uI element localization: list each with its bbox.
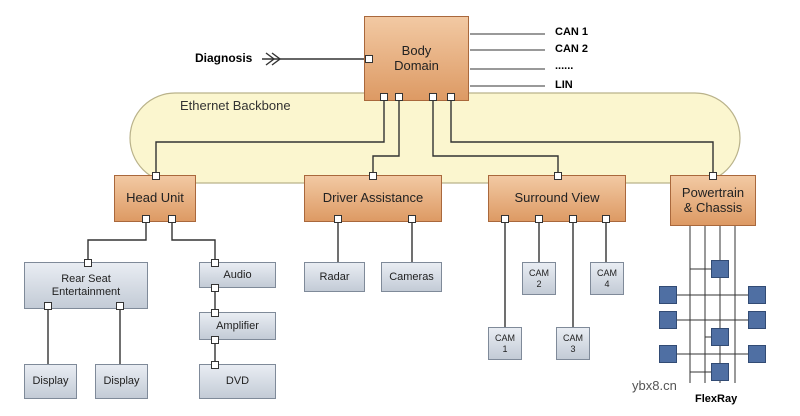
port-surround-view-bottom-3	[569, 215, 577, 223]
port-body-2	[395, 93, 403, 101]
backbone-label: Ethernet Backbone	[180, 98, 291, 113]
cam2-box: CAM 2	[522, 262, 556, 295]
port-surround-view-top	[554, 172, 562, 180]
port-amplifier-bottom	[211, 336, 219, 344]
flexray-node	[711, 328, 729, 346]
port-dvd-top	[211, 361, 219, 369]
port-audio-bottom	[211, 284, 219, 292]
cam4-box: CAM 4	[590, 262, 624, 295]
powertrain-chassis-box: Powertrain & Chassis	[670, 175, 756, 226]
port-powertrain-top	[709, 172, 717, 180]
flexray-node	[711, 363, 729, 381]
flexray-node	[748, 311, 766, 329]
port-body-1	[380, 93, 388, 101]
flexray-node	[659, 311, 677, 329]
port-surround-view-bottom-4	[602, 215, 610, 223]
watermark-text: ybx8.cn	[632, 378, 677, 393]
port-rear-seat-bottom-1	[44, 302, 52, 310]
can2-label: CAN 2	[555, 43, 589, 55]
port-body-4	[447, 93, 455, 101]
port-surround-view-bottom-2	[535, 215, 543, 223]
flexray-node	[659, 345, 677, 363]
port-surround-view-bottom-1	[501, 215, 509, 223]
port-body-3	[429, 93, 437, 101]
cameras-box: Cameras	[381, 262, 442, 292]
body-domain-box: Body Domain	[364, 16, 469, 101]
port-diagnosis	[365, 55, 373, 63]
surround-view-box: Surround View	[488, 175, 626, 222]
diagnosis-label: Diagnosis	[195, 51, 253, 65]
flexray-node	[659, 286, 677, 304]
port-driver-assistance-bottom-1	[334, 215, 342, 223]
port-driver-assistance-bottom-2	[408, 215, 416, 223]
driver-assistance-box: Driver Assistance	[304, 175, 442, 222]
flexray-label: FlexRay	[695, 393, 738, 405]
radar-box: Radar	[304, 262, 365, 292]
lin-label: LIN	[555, 79, 573, 91]
display-box-1: Display	[24, 364, 77, 399]
flexray-node	[711, 260, 729, 278]
port-head-unit-top	[152, 172, 160, 180]
can-more-label: ......	[555, 60, 574, 72]
port-driver-assistance-top	[369, 172, 377, 180]
flexray-node	[748, 286, 766, 304]
cam3-box: CAM 3	[556, 327, 590, 360]
port-amplifier-top	[211, 309, 219, 317]
port-head-unit-bottom-1	[142, 215, 150, 223]
port-rear-seat-top	[84, 259, 92, 267]
head-unit-box: Head Unit	[114, 175, 196, 222]
dvd-box: DVD	[199, 364, 276, 399]
port-audio-top	[211, 259, 219, 267]
rear-seat-entertainment-box: Rear Seat Entertainment	[24, 262, 148, 309]
port-rear-seat-bottom-2	[116, 302, 124, 310]
display-box-2: Display	[95, 364, 148, 399]
port-head-unit-bottom-2	[168, 215, 176, 223]
can1-label: CAN 1	[555, 26, 589, 38]
flexray-node	[748, 345, 766, 363]
cam1-box: CAM 1	[488, 327, 522, 360]
